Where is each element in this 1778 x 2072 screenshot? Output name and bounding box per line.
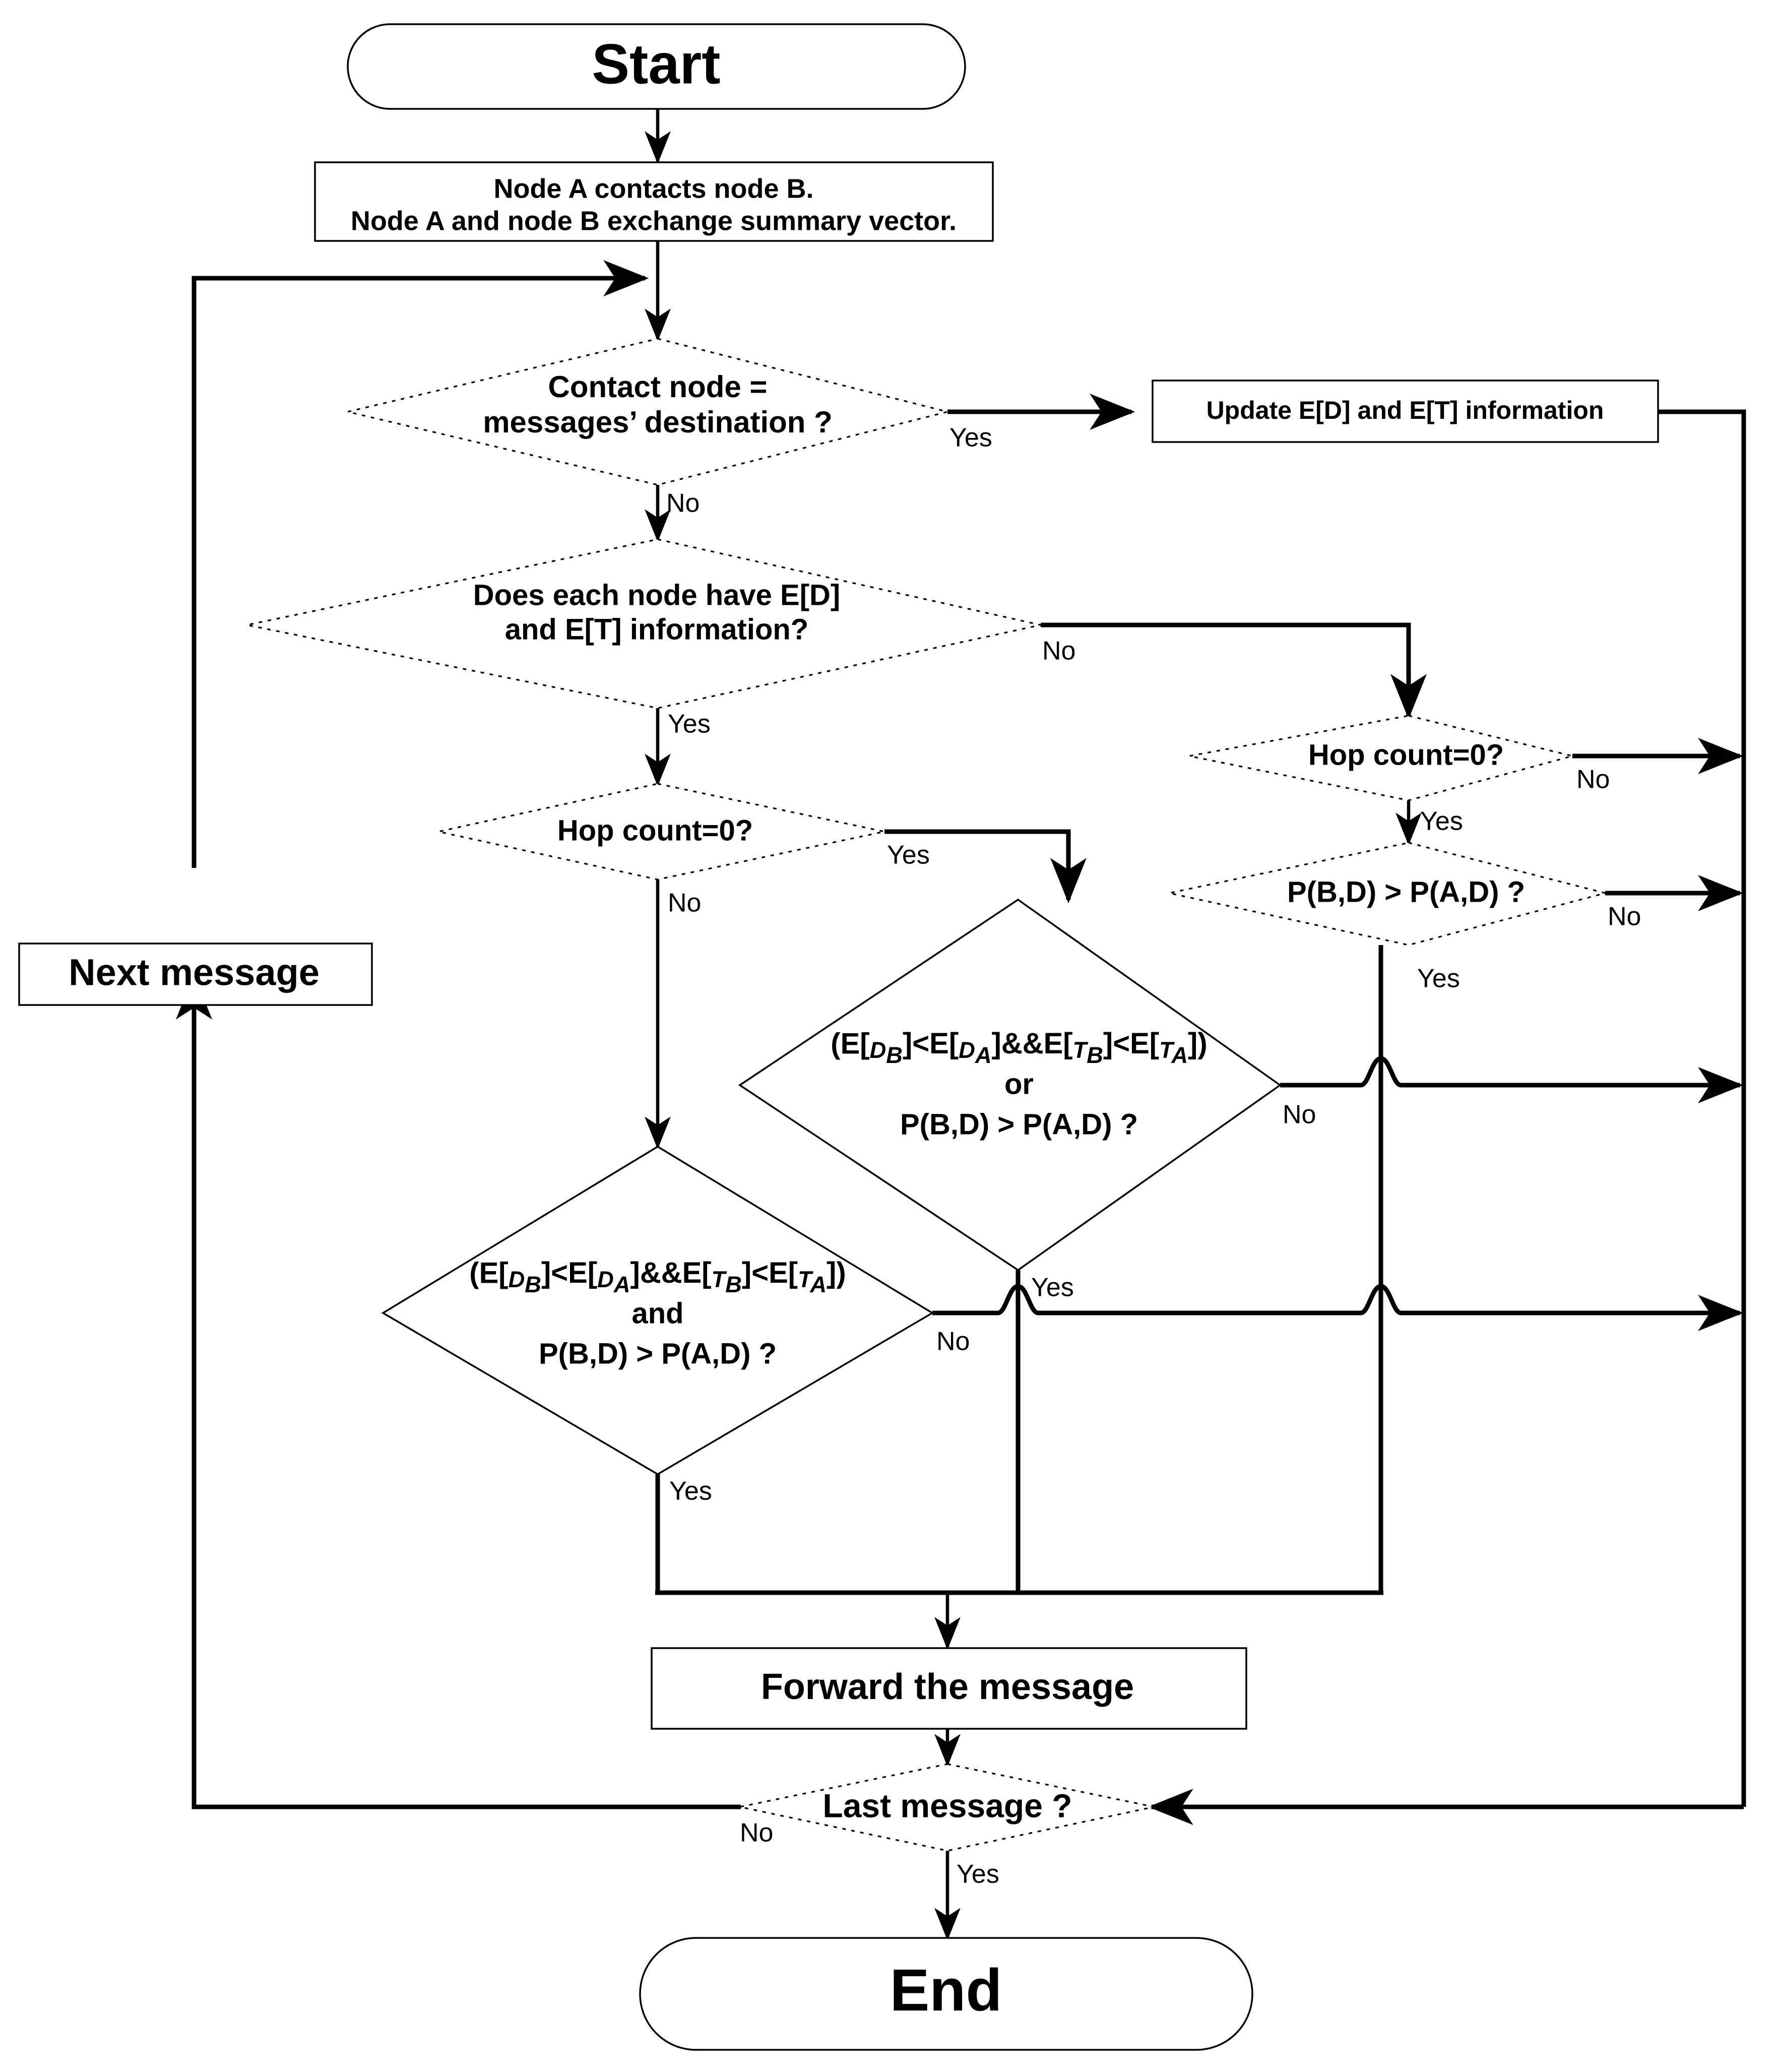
node-decision-hopcount-right: Hop count=0? No Yes <box>1189 715 1610 836</box>
and-line3: P(B,D) > P(A,D) ? <box>539 1337 777 1370</box>
label-hopright-no: No <box>1576 765 1610 794</box>
contact-line1: Node A contacts node B. <box>493 173 813 204</box>
node-decision-hopcount-left: Hop count=0? Yes No <box>438 783 930 918</box>
next-message-label: Next message <box>69 952 320 993</box>
start-label: Start <box>592 33 720 96</box>
label-and-no: No <box>936 1327 970 1356</box>
contact-line2: Node A and node B exchange summary vecto… <box>351 206 957 236</box>
label-or-no: No <box>1283 1100 1316 1129</box>
label-last-yes: Yes <box>957 1860 999 1889</box>
edge-or-no-to-bus <box>1280 1056 1744 1103</box>
node-decision-prob-right: P(B,D) > P(A,D) ? No Yes <box>1169 842 1641 993</box>
edge-nextmsg-to-top <box>192 260 649 868</box>
label-or-yes: Yes <box>1031 1273 1074 1302</box>
have-line1: Does each node have E[D] <box>473 579 840 611</box>
hopleft-label: Hop count=0? <box>557 814 753 847</box>
edge-and-no-to-bus <box>932 1284 1744 1331</box>
or-line2: or <box>1004 1068 1034 1100</box>
update-label: Update E[D] and E[T] information <box>1206 396 1604 424</box>
dest-line1: Contact node = <box>548 370 767 404</box>
node-decision-or: (E[DB]<E[DA]&&E[TB]<E[TA]) or P(B,D) > P… <box>738 898 1316 1302</box>
or-line3: P(B,D) > P(A,D) ? <box>900 1108 1138 1141</box>
last-label: Last message ? <box>822 1787 1072 1824</box>
label-and-yes: Yes <box>669 1477 712 1506</box>
forward-label: Forward the message <box>761 1667 1134 1707</box>
edge-last-no-to-nextmsg <box>176 974 741 1809</box>
end-label: End <box>890 1957 1002 2024</box>
pright-label: P(B,D) > P(A,D) ? <box>1287 875 1525 908</box>
node-start: Start <box>347 23 966 110</box>
node-update: Update E[D] and E[T] information <box>1152 380 1659 443</box>
and-line2: and <box>631 1297 683 1330</box>
connector-layer <box>176 108 1746 1941</box>
edge-hopleft-yes-to-or <box>884 829 1087 904</box>
edge-update-to-rightbus <box>1658 409 1746 1807</box>
node-forward: Forward the message <box>651 1647 1247 1730</box>
hopright-label: Hop count=0? <box>1308 738 1504 771</box>
dest-line2: messages’ destination ? <box>483 405 833 439</box>
node-decision-last-message: Last message ? No Yes <box>739 1763 1155 1889</box>
node-end: End <box>639 1937 1253 2051</box>
label-dest-no: No <box>666 489 700 518</box>
have-line2: and E[T] information? <box>505 613 809 646</box>
label-pright-yes: Yes <box>1417 964 1460 993</box>
label-have-yes: Yes <box>668 710 711 739</box>
node-decision-have-info: Does each node have E[D] and E[T] inform… <box>246 538 1075 739</box>
edge-have-no-to-hopright <box>1041 622 1427 720</box>
label-pright-no: No <box>1608 902 1641 931</box>
label-have-no: No <box>1042 637 1075 666</box>
label-last-no: No <box>740 1818 773 1848</box>
node-decision-and: (E[DB]<E[DA]&&E[TB]<E[TA]) and P(B,D) > … <box>381 1145 970 1506</box>
label-hopleft-no: No <box>668 889 701 918</box>
label-hopleft-yes: Yes <box>887 841 930 870</box>
node-decision-destination: Contact node = messages’ destination ? Y… <box>347 338 992 518</box>
node-contact: Node A contacts node B. Node A and node … <box>314 161 994 242</box>
label-hopright-yes: Yes <box>1420 807 1463 836</box>
node-next-message: Next message <box>18 943 373 1006</box>
label-dest-yes: Yes <box>949 423 992 453</box>
